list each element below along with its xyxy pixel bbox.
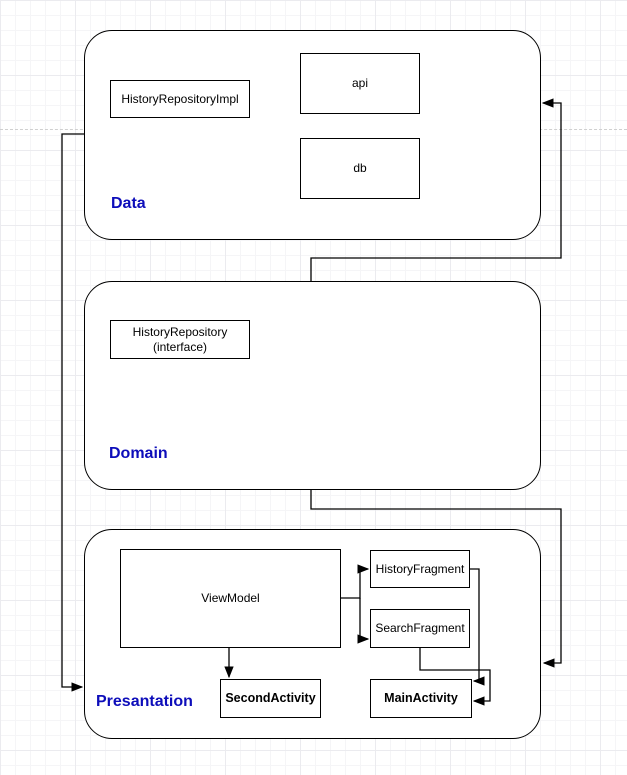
edge-viewmodel-to-searchfragment[interactable] [357,598,370,644]
node-history-repository-interface[interactable]: HistoryRepository (interface) [110,320,250,359]
node-history-repository-impl[interactable]: HistoryRepositoryImpl [110,80,250,118]
node-search-fragment[interactable]: SearchFragment [370,609,470,648]
edge-domain-to-data[interactable] [310,98,562,281]
node-db[interactable]: db [300,138,420,199]
edge-data-to-presentation[interactable] [61,133,84,692]
container-presentation-label: Presantation [96,693,193,710]
edge-searchfragment-to-mainactivity[interactable] [419,648,491,706]
container-domain[interactable]: Domain [84,281,541,490]
node-view-model[interactable]: ViewModel [120,549,341,648]
container-data-label: Data [111,195,146,212]
edge-historyfragment-to-mainactivity[interactable] [470,568,485,686]
node-api[interactable]: api [300,53,420,114]
edge-viewmodel-to-historyfragment[interactable] [341,564,370,599]
node-second-activity[interactable]: SecondActivity [220,679,321,718]
node-main-activity[interactable]: MainActivity [370,679,472,718]
container-domain-label: Domain [109,445,168,462]
edge-domain-to-presentation[interactable] [310,490,562,668]
node-history-fragment[interactable]: HistoryFragment [370,550,470,588]
